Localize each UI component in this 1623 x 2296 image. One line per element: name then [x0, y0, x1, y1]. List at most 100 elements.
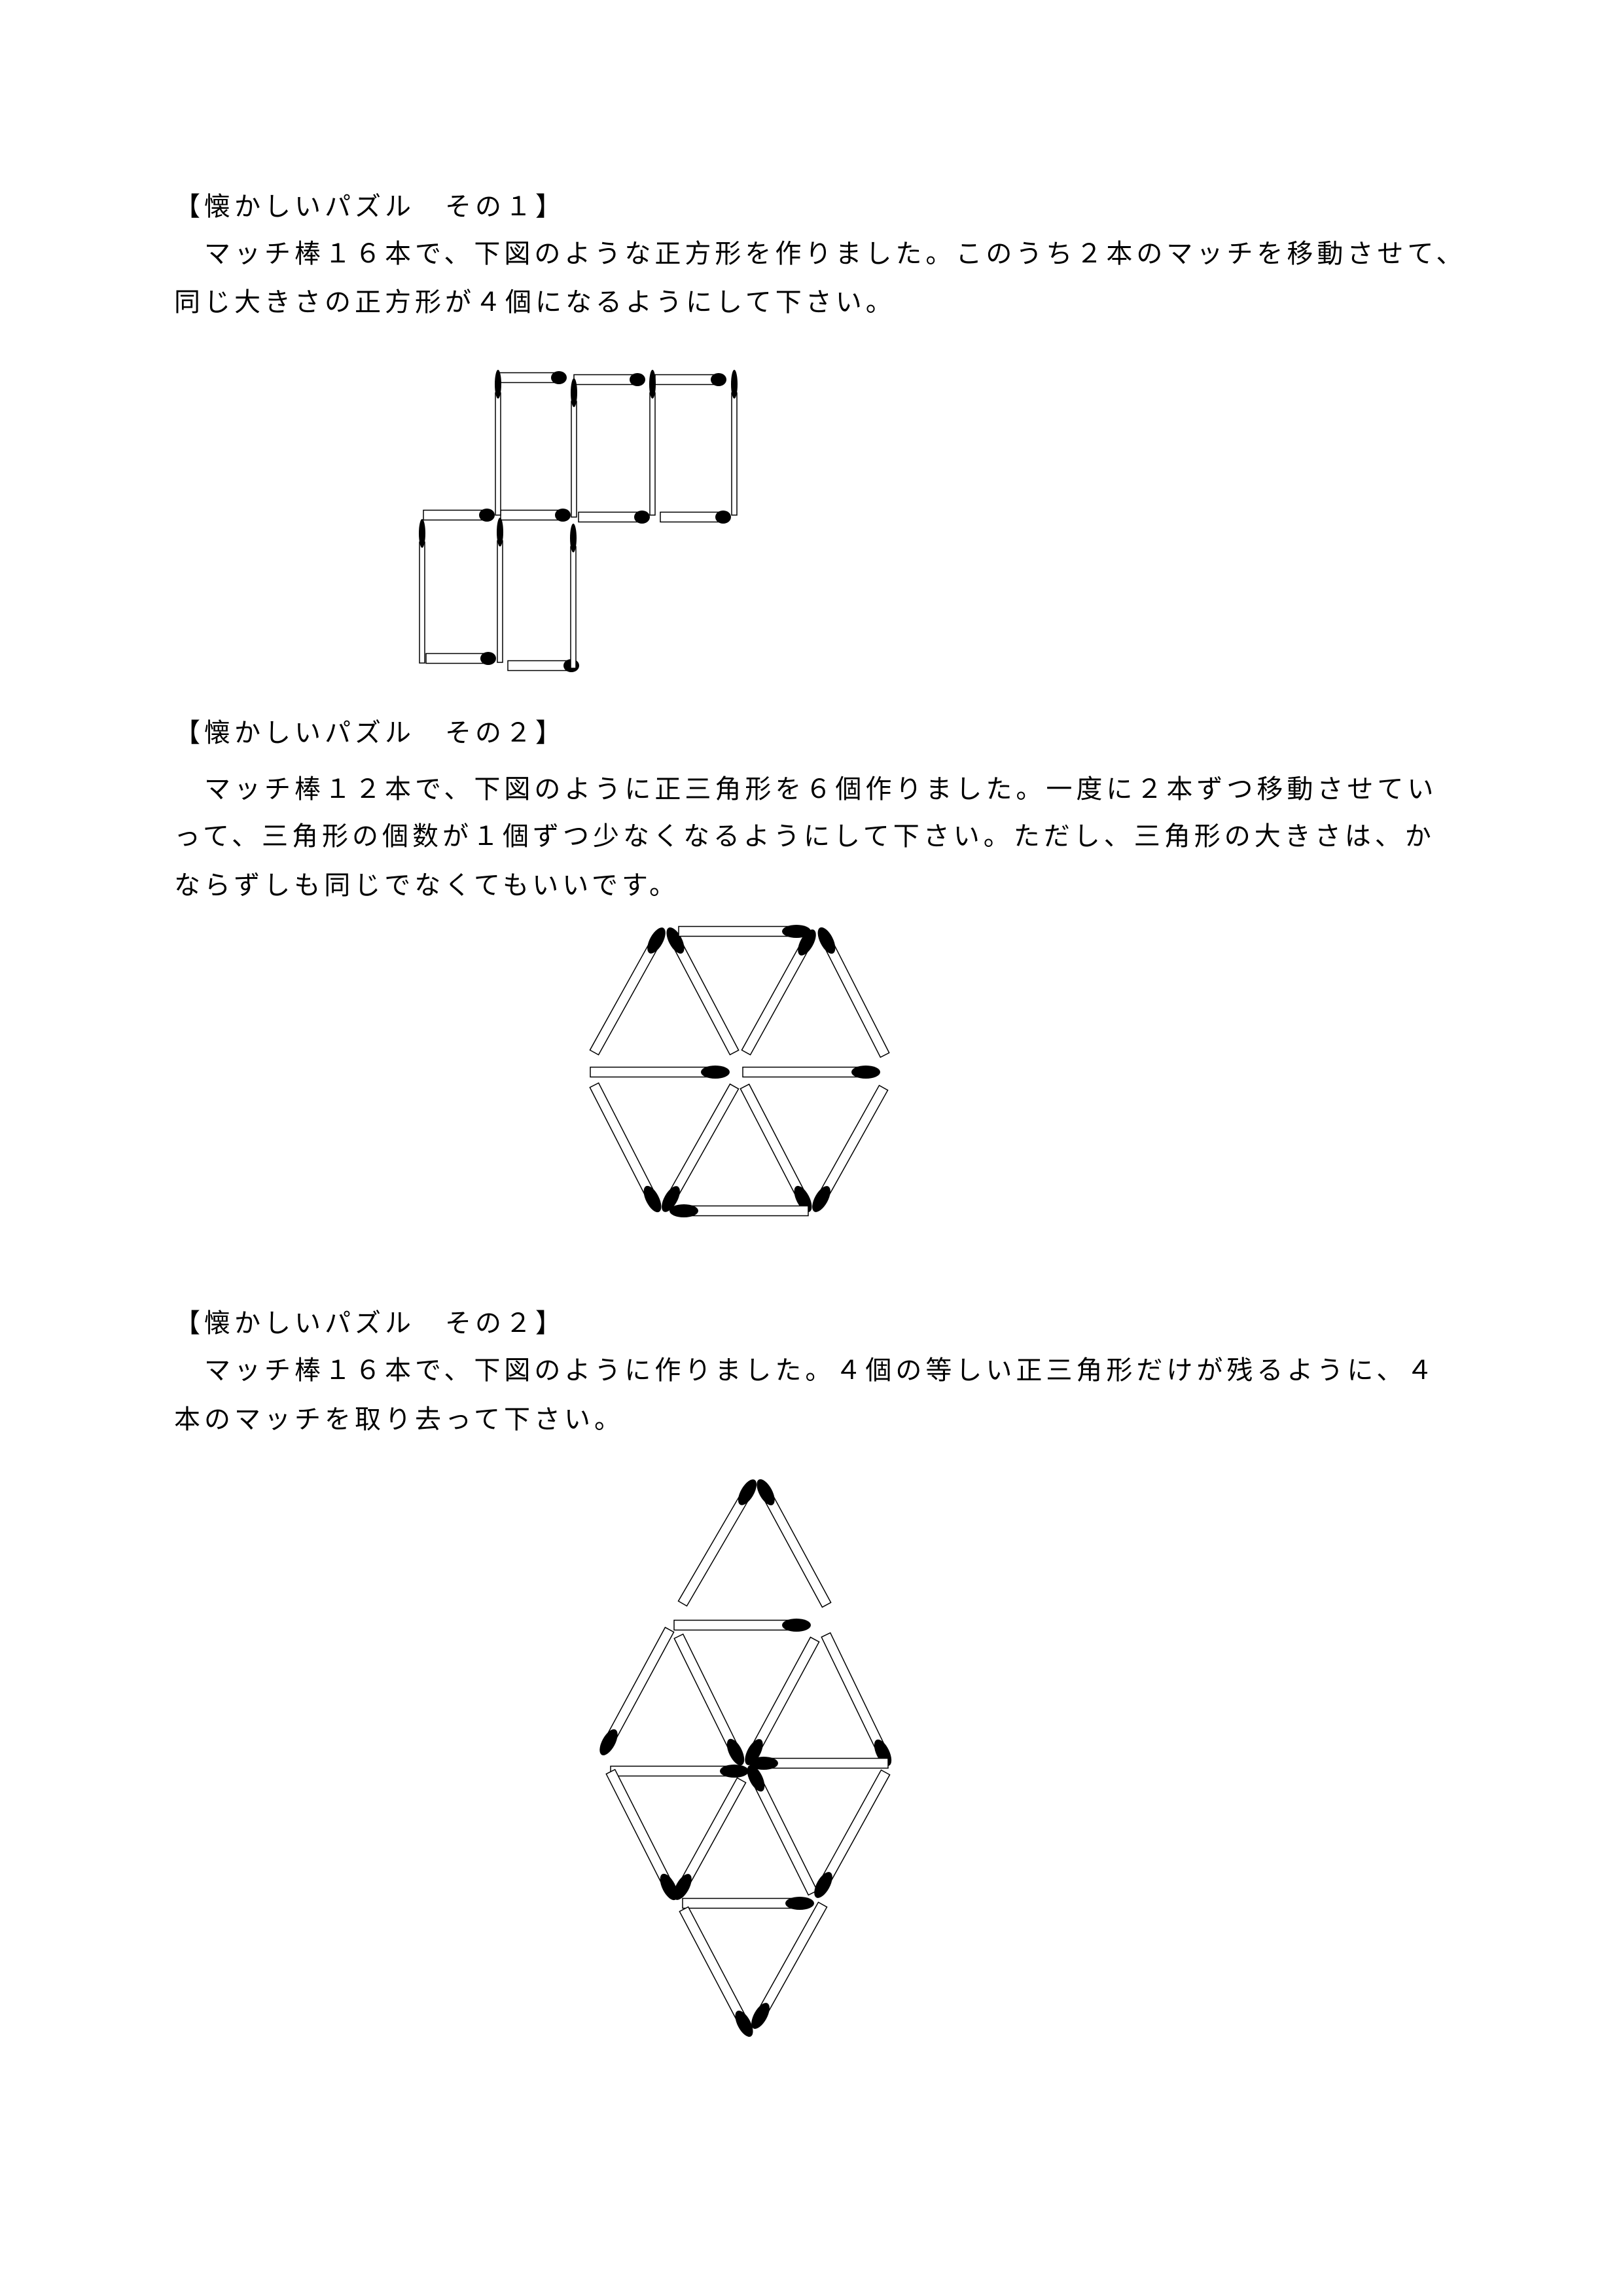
matchstick-stick: [677, 1496, 748, 1607]
matchstick-stick: [590, 1066, 707, 1078]
matchstick-head: [662, 1186, 680, 1212]
matchstick-head: [751, 2003, 770, 2029]
matchstick: [814, 1769, 891, 1898]
matchstick: [741, 929, 816, 1056]
puzzle-1-text-line: 同じ大きさの正方形が４個になるようにして下さい。: [174, 287, 896, 317]
matchstick: [649, 370, 656, 516]
matchstick: [817, 927, 890, 1058]
matchstick-head: [720, 1765, 749, 1778]
puzzle-2-text-line: ならずしも同じでなくてもいいです。: [174, 870, 679, 901]
matchstick: [423, 509, 495, 522]
matchstick-head: [495, 370, 501, 399]
matchstick: [669, 1204, 809, 1217]
puzzle-3-heading: 【懐かしいパズル その２】: [174, 1308, 565, 1338]
matchstick-stick: [673, 1633, 737, 1748]
matchstick: [425, 652, 496, 665]
matchstick-head: [782, 925, 811, 938]
matchstick-head: [673, 1874, 692, 1900]
matchstick-stick: [500, 509, 559, 521]
matchstick-stick: [607, 1626, 675, 1738]
matchstick-head: [785, 1897, 814, 1910]
matchstick: [751, 1901, 828, 2029]
matchstick-stick: [649, 392, 656, 516]
matchstick-head: [747, 1765, 765, 1792]
matchstick-stick: [674, 945, 740, 1056]
matchstick-stick: [742, 1066, 858, 1078]
matchstick: [745, 1636, 820, 1765]
matchstick-head: [701, 1066, 730, 1079]
matchstick: [570, 524, 577, 669]
puzzle-2-hexagon-figure: [589, 925, 890, 1217]
matchstick-stick: [764, 1497, 832, 1608]
matchstick: [673, 1619, 811, 1632]
matchstick-stick: [605, 1768, 670, 1882]
matchstick: [497, 518, 503, 663]
matchstick: [507, 659, 579, 672]
matchstick-head: [669, 1204, 698, 1217]
matchstick: [578, 511, 650, 524]
matchstick-stick: [673, 1619, 789, 1631]
matchstick-stick: [753, 1636, 820, 1748]
puzzle-3-text-line: マッチ棒１６本で、下図のように作りました。４個の等しい正三角形だけが残るように、…: [174, 1355, 1437, 1386]
matchstick-stick: [692, 1205, 809, 1217]
matchstick-stick: [825, 945, 890, 1058]
matchstick-head: [735, 2010, 753, 2037]
matchstick: [673, 1633, 745, 1766]
matchstick-stick: [589, 1082, 654, 1194]
matchstick: [678, 925, 811, 938]
matchstick: [821, 1632, 892, 1767]
matchstick-stick: [654, 374, 715, 386]
puzzle-1-text-line: マッチ棒１６本で、下図のような正方形を作りました。このうち２本のマッチを移動させ…: [174, 239, 1467, 269]
matchstick-stick: [679, 1906, 745, 2019]
matchstick-head: [647, 927, 666, 954]
matchstick-stick: [610, 1765, 726, 1777]
matchstick: [742, 1066, 880, 1079]
matchstick-head: [599, 1729, 618, 1755]
matchstick-head: [749, 1757, 778, 1770]
matchstick-stick: [423, 509, 483, 521]
matchstick-head: [551, 371, 567, 384]
matchstick-head: [731, 370, 738, 399]
matchstick: [673, 1777, 747, 1900]
matchstick-stick: [497, 540, 503, 663]
matchstick-head: [643, 1185, 662, 1213]
matchstick: [757, 1479, 832, 1608]
matchstick-stick: [678, 925, 789, 937]
matchstick-stick: [731, 392, 738, 516]
puzzle-2-text-line: マッチ棒１２本で、下図のように正三角形を６個作りました。一度に２本ずつ移動させて…: [174, 774, 1438, 804]
matchstick: [589, 927, 666, 1056]
matchstick-head: [571, 378, 577, 407]
matchstick-stick: [741, 946, 808, 1056]
matchstick-stick: [571, 401, 577, 518]
matchstick-stick: [740, 1083, 804, 1194]
matchstick: [499, 371, 567, 384]
matchstick: [654, 373, 726, 386]
matchstick: [610, 1765, 749, 1778]
matchstick: [812, 1085, 889, 1212]
matchstick: [500, 509, 571, 522]
matchstick-head: [782, 1619, 811, 1632]
matchstick-stick: [570, 546, 577, 669]
matchstick-head: [851, 1066, 880, 1079]
matchstick: [747, 1765, 818, 1896]
matchstick-head: [630, 373, 645, 386]
matchstick: [666, 927, 740, 1056]
matchstick-head: [738, 1479, 757, 1505]
matchstick-stick: [507, 660, 567, 672]
matchstick: [677, 1479, 757, 1607]
matchstick-stick: [682, 1897, 792, 1909]
matchstick-head: [817, 927, 836, 954]
matchstick-stick: [822, 1769, 891, 1881]
matchstick-head: [798, 929, 816, 956]
matchstick-head: [711, 373, 726, 386]
matchstick-head: [666, 927, 685, 954]
matchstick-stick: [499, 372, 555, 384]
matchstick: [749, 1757, 889, 1770]
matchstick-stick: [820, 1085, 889, 1195]
matchstick: [682, 1897, 814, 1910]
matchstick-stick: [759, 1901, 828, 2012]
matchstick-head: [479, 509, 495, 522]
matchstick-stick: [755, 1783, 818, 1896]
